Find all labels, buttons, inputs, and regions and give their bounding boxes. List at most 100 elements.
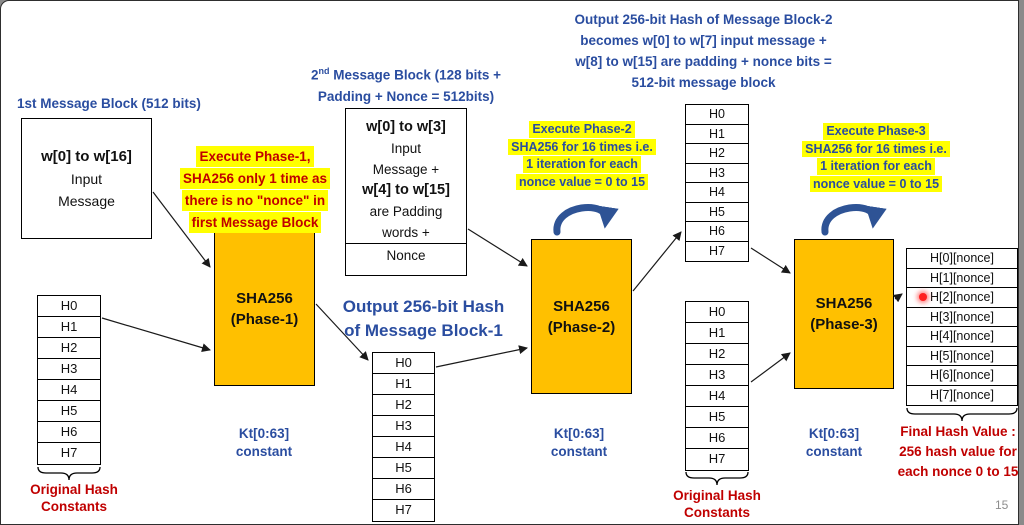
- table-cell: H6: [38, 422, 100, 443]
- hash-table-block2-output: H0 H1 H2 H3 H4 H5 H6 H7: [685, 104, 749, 262]
- block1-title: 1st Message Block (512 bits): [17, 96, 201, 111]
- output2-line: 512-bit message block: [631, 75, 776, 90]
- block2-title-line2: Padding + Nonce = 512bits): [317, 88, 495, 104]
- block2-w-range1: w[0] to w[3]: [366, 119, 446, 135]
- sha256-phase3-box: SHA256 (Phase-3): [794, 239, 894, 389]
- table-cell: H2: [38, 338, 100, 359]
- caption-line: Final Hash Value :: [900, 424, 1016, 439]
- table-cell: H[5][nonce]: [907, 347, 1017, 366]
- arrow-constants2-to-phase3: [750, 352, 791, 383]
- arrow-hash1-to-phase2: [435, 345, 528, 368]
- table-cell: H3: [686, 365, 748, 386]
- table-cell: H3: [373, 416, 434, 437]
- table-cell: H0: [373, 353, 434, 374]
- table-cell: H[3][nonce]: [907, 308, 1017, 327]
- loop-arrow-icon-phase2: [553, 204, 619, 236]
- kt-constant-phase3: Kt[0:63] constant: [784, 425, 884, 461]
- table-cell: H7: [60, 445, 78, 460]
- hash-table-right-constants: H0 H1 H2 H3 H4 H5 H6 H7: [685, 301, 749, 471]
- table-cell: H2: [686, 344, 748, 365]
- table-cell: H[4][nonce]: [907, 327, 1017, 347]
- kt-line: Kt[0:63]: [808, 426, 860, 441]
- arrow-phase3-to-final: [892, 293, 903, 303]
- kt-line: constant: [805, 444, 863, 459]
- kt-constant-phase1: Kt[0:63] constant: [214, 425, 314, 461]
- table-cell: H5: [373, 458, 434, 479]
- arrow-constants-to-phase1: [101, 317, 211, 353]
- table-cell: H7: [709, 243, 725, 258]
- table-cell: H7: [708, 451, 726, 466]
- phase1-sub: (Phase-1): [230, 310, 299, 328]
- loop-arrow-icon-phase3: [821, 204, 887, 236]
- arrow-hash2-to-phase3: [750, 247, 791, 274]
- laser-pointer-dot: [919, 293, 927, 301]
- kt-line: constant: [235, 444, 293, 459]
- table-cell: H5: [686, 203, 748, 222]
- block2-line4: words +: [382, 225, 430, 240]
- note-line: Execute Phase-3: [823, 123, 929, 140]
- kt-line: Kt[0:63]: [553, 426, 605, 441]
- table-cell: H3: [686, 164, 748, 183]
- note-line: first Message Block: [188, 212, 322, 233]
- sha256-phase2-box: SHA256 (Phase-2): [531, 239, 632, 394]
- output1-line: of Message Block-1: [344, 321, 503, 340]
- arrow-phase2-to-hash2: [632, 231, 682, 292]
- note-line: there is no "nonce" in: [181, 190, 329, 211]
- output2-title: Output 256-bit Hash of Message Block-2 b…: [556, 9, 851, 93]
- note-line: Execute Phase-1,: [196, 146, 314, 167]
- table-cell: H7: [395, 502, 412, 517]
- phase1-note: Execute Phase-1, SHA256 only 1 time as t…: [167, 146, 343, 234]
- table-cell: H1: [38, 317, 100, 338]
- note-line: Execute Phase-2: [529, 121, 635, 138]
- table-cell: H0: [38, 296, 100, 317]
- note-line: SHA256 for 16 times i.e.: [802, 140, 950, 157]
- note-line: SHA256 only 1 time as: [179, 168, 331, 189]
- table-cell: H0: [686, 302, 748, 323]
- table-cell: H[0][nonce]: [907, 249, 1017, 269]
- block2-line3: are Padding: [369, 204, 443, 219]
- final-hash-caption: Final Hash Value : 256 hash value for ea…: [891, 422, 1024, 482]
- kt-constant-phase2: Kt[0:63] constant: [529, 425, 629, 461]
- table-cell: H5: [686, 407, 748, 428]
- table-cell: H4: [38, 380, 100, 401]
- table-cell: H1: [686, 323, 748, 344]
- table-cell: H[1][nonce]: [907, 269, 1017, 288]
- block2-line2: Message +: [372, 162, 440, 177]
- output2-line: w[8] to w[15] are padding + nonce bits =: [575, 54, 832, 69]
- table-cell: H4: [373, 437, 434, 458]
- arrow-msg2-to-phase2: [467, 228, 528, 267]
- output1-title: Output 256-bit Hash of Message Block-1: [331, 295, 516, 343]
- phase2-sub: (Phase-2): [547, 318, 616, 336]
- table-cell: H4: [686, 183, 748, 203]
- table-cell: H[2][nonce]: [907, 288, 1017, 308]
- caption-line: Constants: [683, 505, 750, 520]
- final-hash-table: H[0][nonce] H[1][nonce] H[2][nonce] H[3]…: [906, 248, 1018, 406]
- table-cell: H6: [686, 222, 748, 242]
- note-line: nonce value = 0 to 15: [515, 173, 649, 190]
- output2-line: becomes w[0] to w[7] input message +: [580, 33, 827, 48]
- table-cell: H1: [686, 125, 748, 144]
- right-constants-caption: Original Hash Constants: [652, 487, 782, 521]
- table-cell: H5: [38, 401, 100, 422]
- table-cell: H3: [38, 359, 100, 380]
- kt-line: Kt[0:63]: [238, 426, 290, 441]
- phase3-sub: (Phase-3): [810, 316, 878, 333]
- table-cell: H6: [686, 428, 748, 449]
- kt-line: constant: [550, 444, 608, 459]
- output1-line: Output 256-bit Hash: [342, 297, 505, 316]
- hash-table-block1-output: H0 H1 H2 H3 H4 H5 H6 H7: [372, 352, 435, 522]
- hash-table-initial-constants: H0 H1 H2 H3 H4 H5 H6 H7: [37, 295, 101, 465]
- note-line: 1 iteration for each: [523, 156, 641, 173]
- note-line: nonce value = 0 to 15: [809, 175, 943, 192]
- slide-page-number: 15: [995, 498, 1009, 512]
- underbrace-right: [685, 471, 749, 486]
- caption-line: Constants: [40, 499, 107, 514]
- caption-line: Original Hash: [673, 488, 761, 503]
- table-cell: H[6][nonce]: [907, 366, 1017, 386]
- block1-line2: Input: [70, 170, 103, 187]
- caption-line: Original Hash: [30, 482, 118, 497]
- table-cell: H6: [373, 479, 434, 500]
- message-block2-box: w[0] to w[3] Input Message + w[4] to w[1…: [345, 108, 467, 276]
- block1-line3: Message: [58, 192, 115, 209]
